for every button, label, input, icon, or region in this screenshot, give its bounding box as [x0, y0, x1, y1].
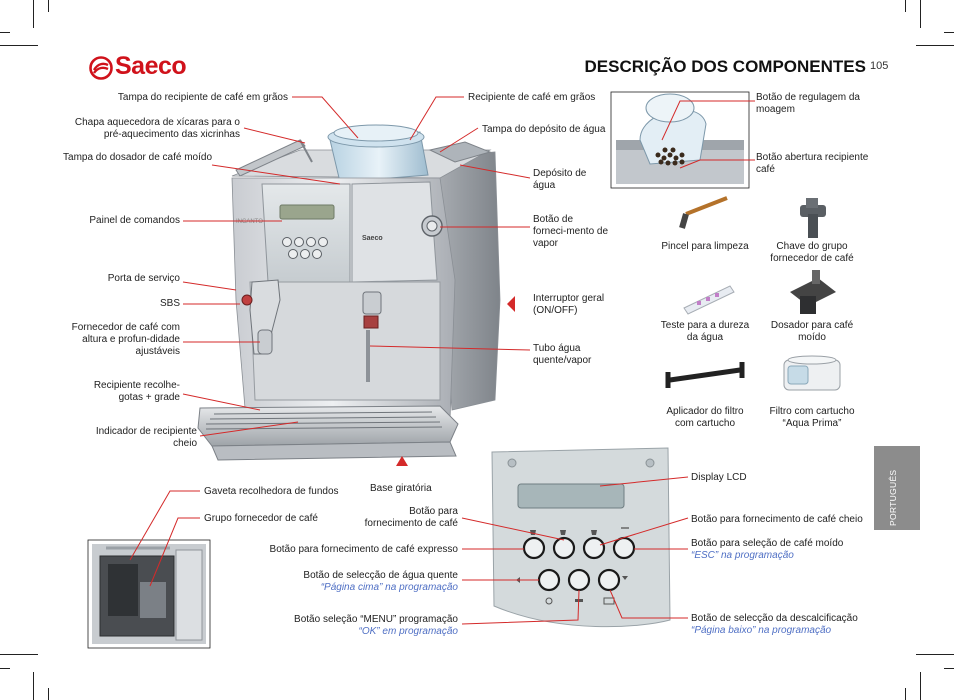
accessory-label-key: Chave do grupo fornecedor de café — [770, 241, 854, 264]
accessory-test-image — [683, 285, 735, 315]
label-bean-lid: Tampa do recipiente de café em grãos — [117, 92, 288, 103]
crop-mark — [920, 0, 921, 28]
label-open-button: Botão abertura recipiente café — [756, 152, 869, 175]
label-full-coffee-button: Botão para fornecimento de café cheio — [691, 514, 863, 525]
crop-mark — [916, 45, 954, 46]
crop-mark — [944, 668, 954, 669]
crop-mark — [33, 0, 34, 28]
grinder-inset — [610, 91, 750, 189]
label-main-switch: Interruptor geral (ON/OFF) — [533, 293, 605, 316]
crop-mark — [48, 0, 49, 12]
accessory-label-doser: Dosador para café moído — [770, 320, 854, 343]
label-hot-water-button-text: Botão de selecção de água quente — [303, 570, 458, 581]
page-number: 105 — [870, 60, 889, 72]
label-water-tank: Depósito de água — [533, 168, 587, 191]
accessory-label-brush: Pincel para limpeza — [661, 241, 749, 252]
label-ground-button: Botão para seleção de café moído “ESC” n… — [691, 538, 871, 562]
accessory-applicator-image — [665, 362, 745, 388]
label-water-lid: Tampa do depósito de água — [482, 124, 606, 135]
label-hot-water-button: Botão de selecção de água quente “Página… — [270, 570, 458, 594]
label-steam-knob: Botão de forneci-mento de vapor — [533, 214, 609, 249]
brand-mark-icon — [89, 56, 113, 80]
crop-mark — [916, 654, 954, 655]
page-title: DESCRIÇÃO DOS COMPONENTES — [584, 57, 866, 76]
crop-mark — [33, 672, 34, 700]
label-drip-tray: Recipiente recolhe-gotas + grade — [93, 380, 180, 403]
label-base: Base giratória — [370, 483, 432, 494]
coffee-machine: INCANTO Saeco — [197, 124, 501, 461]
label-coffee-button: Botão para fornecimento de café — [364, 506, 458, 529]
label-ground-button-sub: “ESC” na programação — [691, 550, 794, 561]
label-full-indicator: Indicador de recipiente cheio — [95, 426, 197, 449]
brand-name: Saeco — [115, 52, 187, 80]
label-menu-button-text: Botão seleção “MENU” programação — [294, 614, 458, 625]
label-descale-button-text: Botão de selecção da descalcificação — [691, 613, 858, 624]
accessory-label-filter: Filtro com cartucho “Aqua Prima” — [769, 406, 855, 429]
label-grounds-drawer: Gaveta recolhedora de fundos — [204, 486, 339, 497]
label-ground-lid: Tampa do dosador de café moído — [63, 152, 212, 163]
label-cup-warmer: Chapa aquecedora de xícaras para o pré-a… — [74, 117, 240, 140]
label-service-door: Porta de serviço — [107, 273, 180, 284]
label-espresso-button: Botão para fornecimento de café expresso — [269, 544, 458, 555]
crop-mark — [920, 672, 921, 700]
accessory-label-test: Teste para a dureza da água — [660, 320, 750, 343]
label-brew-group: Grupo fornecedor de café — [204, 513, 318, 524]
service-inset — [87, 539, 211, 649]
accessory-filter-image — [783, 355, 841, 391]
label-dispenser: Fornecedor de café com altura e profun-d… — [71, 322, 180, 357]
crop-mark — [0, 45, 38, 46]
leader-lines — [129, 96, 755, 625]
crop-mark — [48, 688, 49, 700]
label-descale-button-sub: “Página baixo” na programação — [691, 625, 832, 636]
label-sbs: SBS — [159, 298, 180, 309]
accessory-doser-image — [790, 270, 836, 314]
crop-mark — [0, 654, 38, 655]
machine-logo: Saeco — [362, 235, 383, 242]
label-hot-water-button-sub: “Página cima” na programação — [320, 582, 458, 593]
brand-logo: Saeco — [88, 52, 208, 84]
crop-mark — [0, 32, 10, 33]
accessory-label-applicator: Aplicador do filtro com cartucho — [666, 406, 744, 429]
label-grind-knob: Botão de regulagem da moagem — [756, 92, 860, 115]
accessory-key-image — [800, 198, 826, 238]
control-panel-image — [491, 447, 671, 628]
accessory-brush-image — [679, 196, 728, 229]
label-ground-button-text: Botão para seleção de café moído — [691, 538, 844, 549]
label-lcd: Display LCD — [691, 472, 747, 483]
label-bean-container: Recipiente de café em grãos — [468, 92, 596, 103]
crop-mark — [0, 668, 10, 669]
label-menu-button: Botão seleção “MENU” programação “OK” em… — [270, 614, 458, 638]
arrow-icon — [507, 296, 515, 312]
label-descale-button: Botão de selecção da descalcificação “Pá… — [691, 613, 881, 637]
label-steam-pipe: Tubo água quente/vapor — [533, 343, 592, 366]
crop-mark — [905, 688, 906, 700]
label-control-panel: Painel de comandos — [89, 215, 180, 226]
label-menu-button-sub: “OK” em programação — [358, 626, 458, 637]
machine-model: INCANTO — [236, 219, 263, 225]
language-tab: PORTUGUÊS — [874, 446, 920, 530]
arrow-icon — [396, 456, 408, 466]
crop-mark — [944, 32, 954, 33]
crop-mark — [905, 0, 906, 12]
